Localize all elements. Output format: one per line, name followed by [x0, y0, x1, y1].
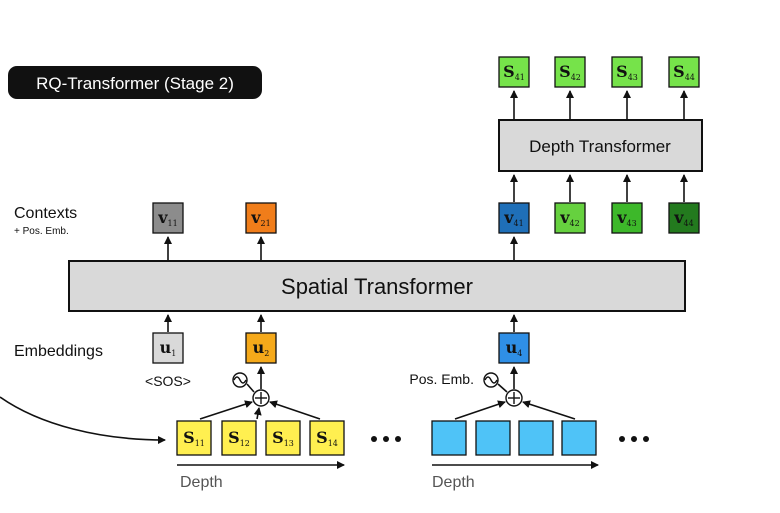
code-block-2: [475, 420, 511, 456]
context-token-v42: v42: [554, 202, 586, 234]
arrow-block1-to-sum: [454, 400, 506, 420]
output-token-text: S43: [616, 62, 638, 82]
arrow-block4-to-sum: [522, 400, 576, 420]
spatial-transformer-label: Spatial Transformer: [281, 274, 473, 299]
input-token-s14: S14: [309, 420, 345, 456]
context-token-text: v42: [559, 208, 579, 228]
context-token-box: [611, 202, 643, 234]
output-token-box: [668, 56, 700, 88]
depth-label-left: Depth: [180, 474, 223, 491]
ellipsis-right: [619, 436, 649, 442]
context-token-box: [152, 202, 184, 234]
embedding-token-text: u2: [253, 338, 270, 358]
context-token-text: v11: [157, 208, 177, 228]
incoming-curve-arrow: [0, 396, 166, 444]
embedding-token-u1: u1: [152, 332, 184, 364]
input-token-text: S14: [316, 428, 338, 448]
embedding-token-box: [498, 332, 530, 364]
sine-wave-path: [233, 376, 247, 384]
output-token-s43: S43: [611, 56, 643, 88]
context-token-box: [668, 202, 700, 234]
output-token-box: [554, 56, 586, 88]
input-token-s13: S13: [265, 420, 301, 456]
output-token-s44: S44: [668, 56, 700, 88]
sum-node-left: [252, 389, 270, 407]
depth-transformer: Depth Transformer: [498, 119, 703, 172]
dot: [631, 436, 637, 442]
context-token-v43: v43: [611, 202, 643, 234]
pos-emb-symbol-left: [232, 372, 248, 388]
input-token-s12: S12: [221, 420, 257, 456]
context-token-text: v21: [250, 208, 270, 228]
contexts-label: Contexts: [14, 205, 77, 222]
depth-transformer-label: Depth Transformer: [529, 137, 671, 156]
input-token-s11: S11: [176, 420, 212, 456]
sine-wave-path: [484, 376, 498, 384]
spatial-transformer: Spatial Transformer: [68, 260, 686, 312]
depth-transformer-box: [498, 119, 703, 172]
dot: [371, 436, 377, 442]
context-token-box: [245, 202, 277, 234]
context-token-v41: v41: [498, 202, 530, 234]
context-token-text: v43: [616, 208, 636, 228]
input-token-box: [309, 420, 345, 456]
input-token-box: [176, 420, 212, 456]
context-token-v44: v44: [668, 202, 700, 234]
output-token-text: S44: [673, 62, 695, 82]
embedding-token-text: u4: [506, 338, 523, 358]
pos-emb-link-right: [497, 383, 508, 393]
embedding-token-box: [152, 332, 184, 364]
title-badge-background: [8, 66, 262, 99]
ellipsis-middle: [371, 436, 401, 442]
output-token-s41: S41: [498, 56, 530, 88]
code-block-1: [431, 420, 467, 456]
embeddings-label: Embeddings: [14, 343, 103, 360]
context-token-box: [498, 202, 530, 234]
output-token-text: S41: [503, 62, 525, 82]
context-token-v11: v11: [152, 202, 184, 234]
output-token-box: [611, 56, 643, 88]
context-token-text: v41: [503, 208, 523, 228]
dot: [383, 436, 389, 442]
input-token-box: [265, 420, 301, 456]
depth-label-right: Depth: [432, 474, 475, 491]
pos-emb-symbol-right: [483, 372, 499, 388]
arrow-s14-to-sum: [269, 400, 321, 420]
context-token-v21: v21: [245, 202, 277, 234]
output-token-s42: S42: [554, 56, 586, 88]
sos-label: <SOS>: [145, 373, 191, 389]
embedding-token-box: [245, 332, 277, 364]
dot: [619, 436, 625, 442]
input-token-text: S12: [228, 428, 250, 448]
pos-emb-label: Pos. Emb.: [409, 371, 474, 387]
input-token-text: S11: [183, 428, 205, 448]
code-block-3: [518, 420, 554, 456]
sum-node-right: [505, 389, 523, 407]
title-badge: RQ-Transformer (Stage 2): [8, 66, 262, 99]
code-block-4: [561, 420, 597, 456]
embedding-token-text: u1: [160, 338, 177, 358]
title-badge-label: RQ-Transformer (Stage 2): [36, 74, 234, 93]
context-token-text: v44: [673, 208, 693, 228]
embedding-token-u4: u4: [498, 332, 530, 364]
output-token-text: S42: [559, 62, 581, 82]
spatial-transformer-box: [68, 260, 686, 312]
input-token-text: S13: [272, 428, 294, 448]
pos-emb-link-left: [246, 383, 255, 393]
output-token-box: [498, 56, 530, 88]
embedding-token-u2: u2: [245, 332, 277, 364]
input-token-box: [221, 420, 257, 456]
arrow-s12-to-sum: [253, 407, 262, 420]
contexts-pos-emb-label: + Pos. Emb.: [14, 226, 69, 237]
context-token-box: [554, 202, 586, 234]
dot: [395, 436, 401, 442]
dot: [643, 436, 649, 442]
arrow-s11-to-sum: [199, 400, 253, 420]
